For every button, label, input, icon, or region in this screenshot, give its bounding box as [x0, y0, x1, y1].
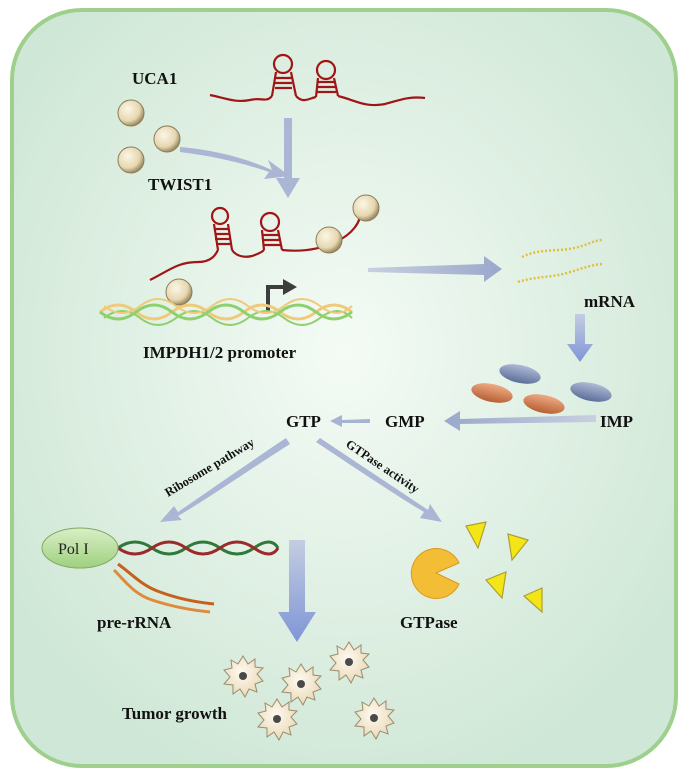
gtp-triangles — [465, 521, 543, 614]
tumor-cell — [354, 697, 396, 741]
uca1-rna — [209, 53, 426, 107]
transcription-arrow — [368, 256, 502, 282]
tumor-cells — [223, 641, 396, 742]
imp-label: IMP — [600, 412, 633, 431]
ribosome-pathway-arrow — [160, 438, 290, 522]
promoter-label: IMPDH1/2 promoter — [143, 343, 297, 362]
tumor-cell — [281, 663, 323, 707]
gtp-label: GTP — [286, 412, 321, 431]
gtp-triangle — [507, 533, 530, 562]
impdh-enzyme — [471, 383, 513, 403]
rdna-helix — [117, 540, 280, 556]
tumor-cell — [257, 698, 299, 742]
pre-rrna-strands — [112, 562, 215, 614]
imp-to-gmp-arrow — [444, 411, 596, 431]
gmp-label: GMP — [385, 412, 425, 431]
twist1-bound-protein — [315, 226, 343, 254]
gtpase-pacman — [410, 548, 460, 599]
gtp-triangle — [484, 571, 507, 600]
tumor-cell — [329, 641, 371, 685]
gtp-triangle — [465, 521, 487, 550]
gtp-triangle — [522, 587, 543, 614]
gmp-to-gtp-arrow — [330, 415, 370, 427]
pol1-label: Pol I — [58, 541, 89, 558]
mrna-strands — [517, 238, 605, 284]
transcription-start-arrowhead — [283, 279, 297, 295]
twist1-bound-protein — [352, 194, 380, 222]
impdh-enzyme — [570, 382, 612, 402]
impdh-enzyme — [523, 394, 565, 414]
twist1-protein — [153, 125, 181, 153]
pol1-enzyme — [41, 527, 119, 569]
mrna-label: mRNA — [584, 292, 636, 311]
twist1-protein — [117, 146, 145, 174]
twist1-bound-protein — [165, 278, 193, 306]
uca1-arrow — [276, 118, 300, 198]
impdh-enzyme — [499, 364, 541, 384]
twist1-label: TWIST1 — [148, 175, 212, 194]
gtpase-activity-arrow — [316, 438, 442, 522]
translation-arrow — [567, 314, 593, 362]
tumor-growth-label: Tumor growth — [122, 704, 228, 723]
cell-background — [10, 8, 678, 768]
tumor-cell — [223, 655, 265, 699]
twist1-protein — [117, 99, 145, 127]
tumor-growth-arrow — [278, 540, 316, 642]
gtpase-label: GTPase — [400, 613, 458, 632]
pre-rrna-label: pre-rRNA — [97, 613, 172, 632]
uca1-label: UCA1 — [132, 69, 177, 88]
uca1-complex-rna — [149, 206, 362, 281]
promoter-dna — [99, 298, 353, 326]
transcription-start-arrow — [266, 285, 285, 312]
twist1-arrow — [180, 147, 290, 179]
